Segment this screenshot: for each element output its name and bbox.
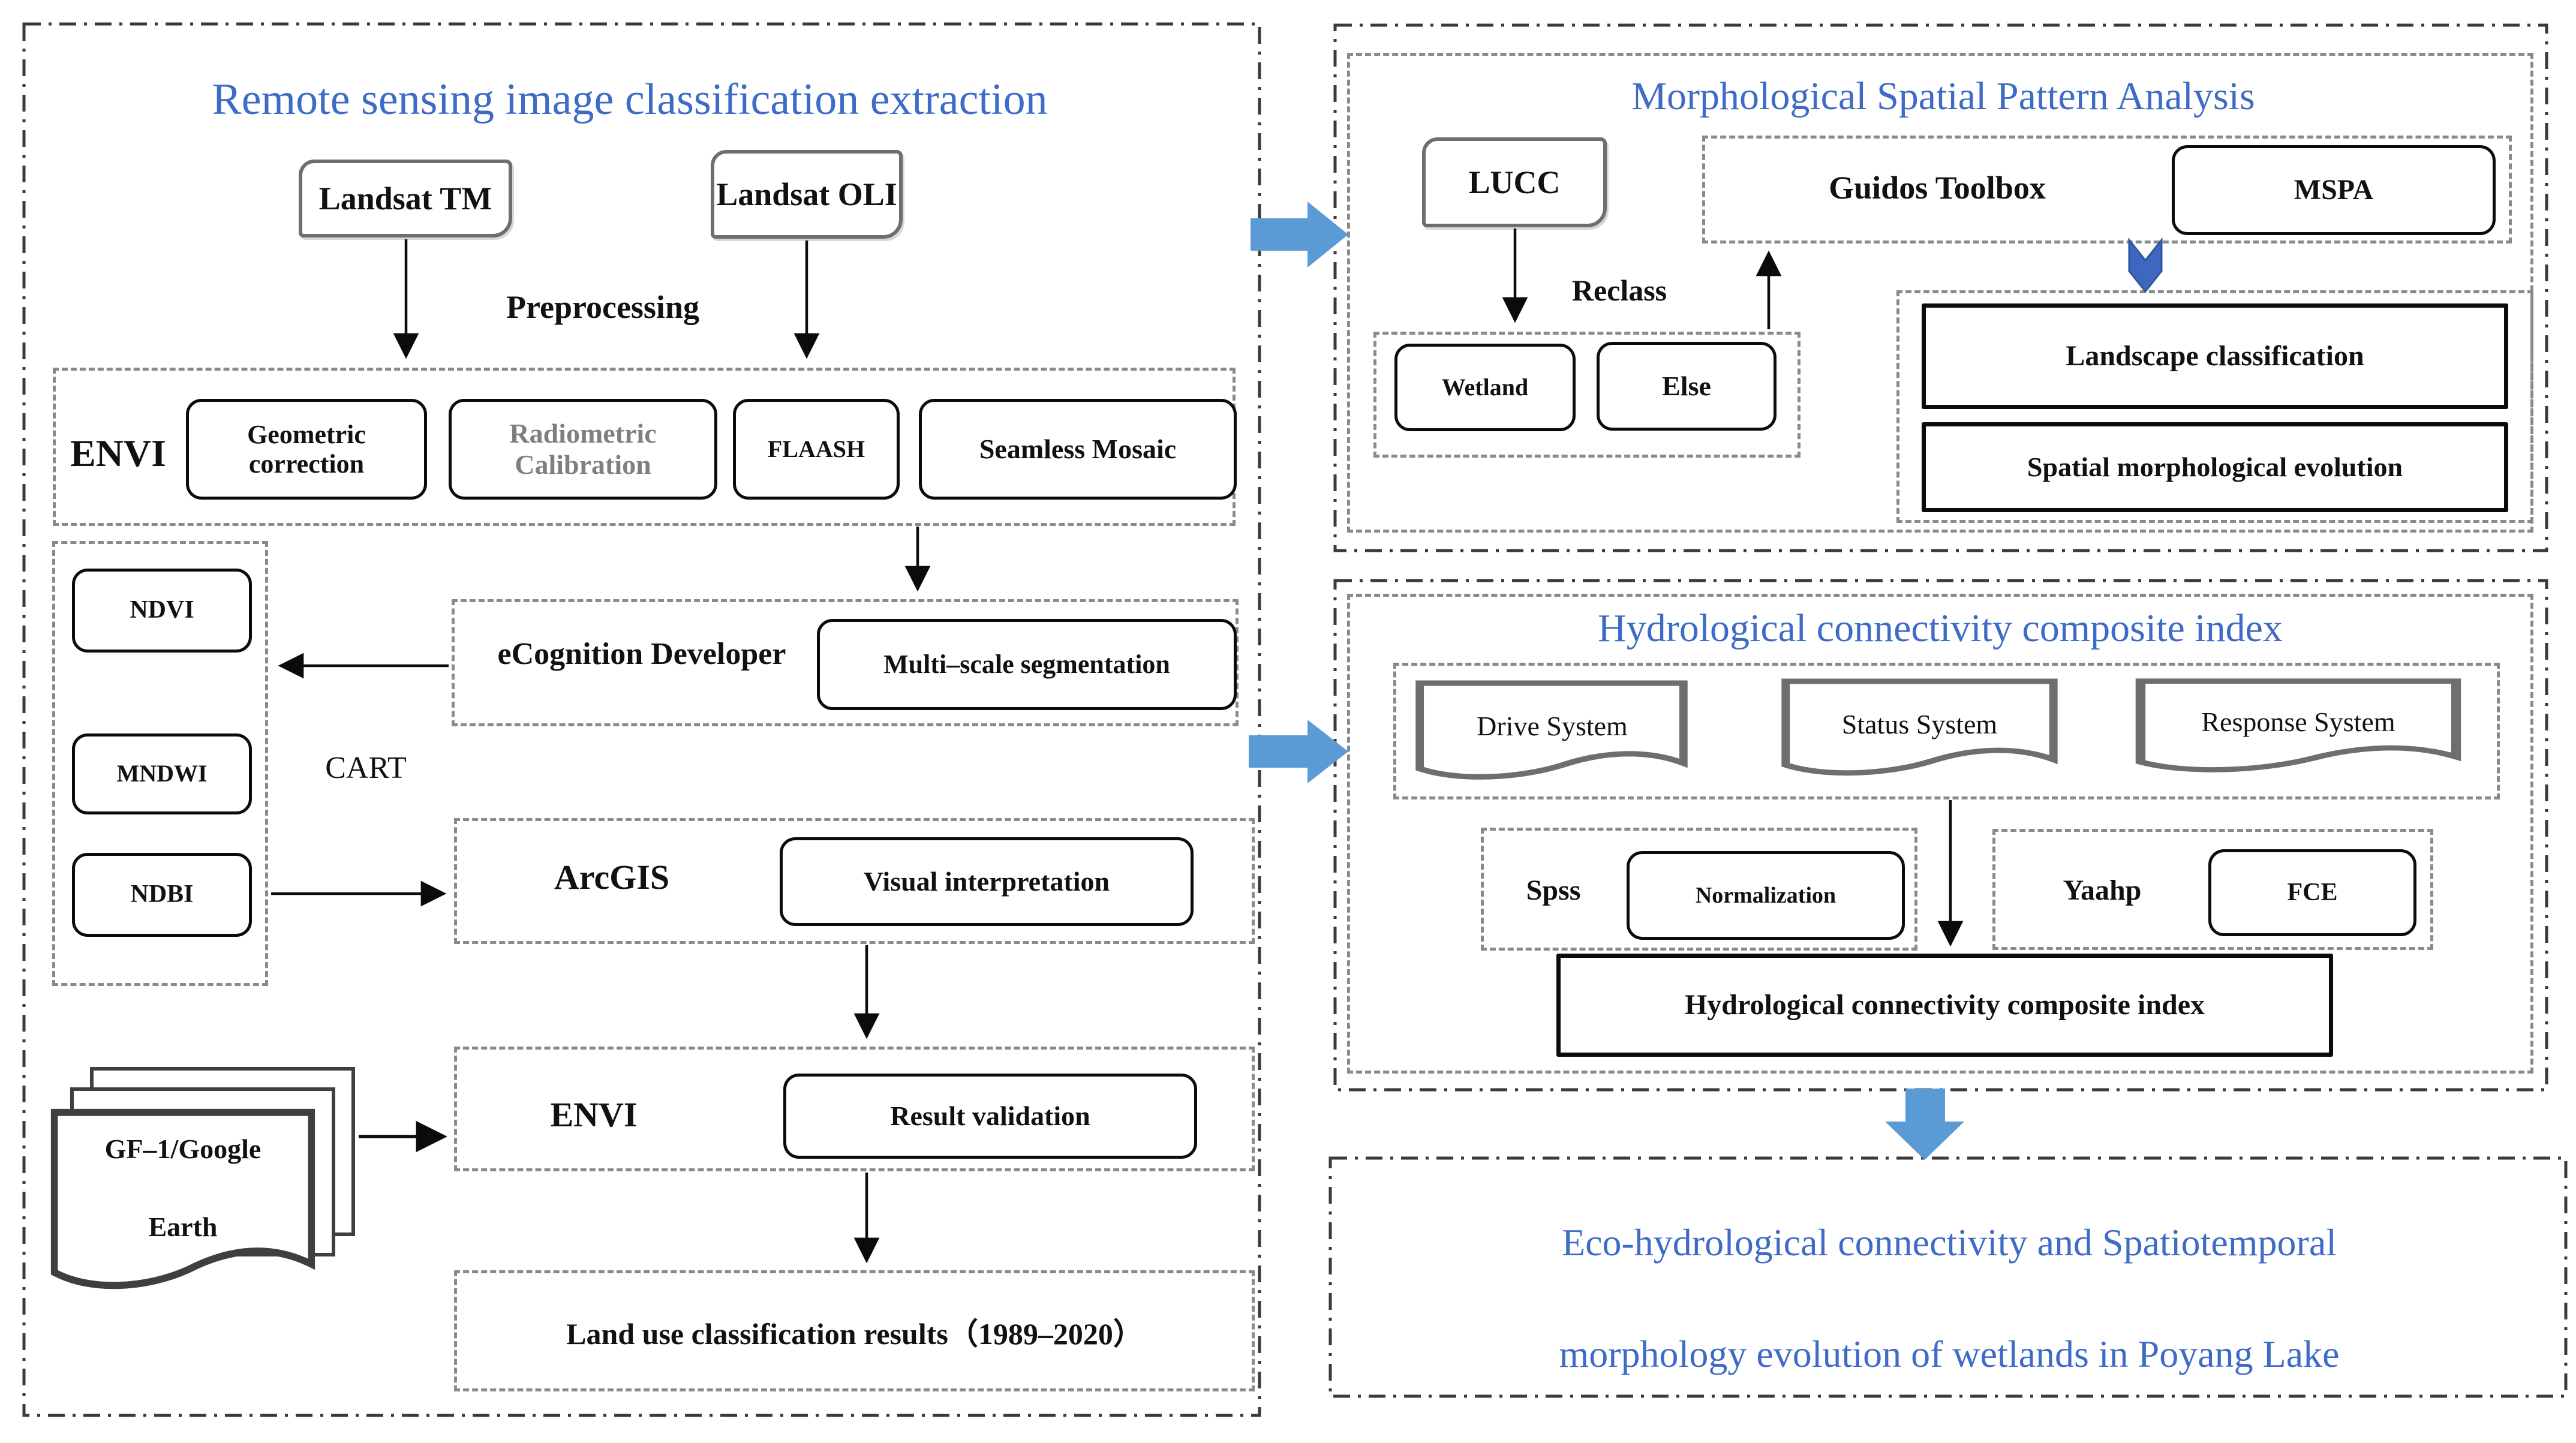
seamless-mosaic-box: Seamless Mosaic [919, 399, 1237, 500]
yaahp-label: Yaahp [2063, 874, 2142, 906]
mspa-box: MSPA [2172, 145, 2496, 235]
result-validation-label: Result validation [890, 1101, 1090, 1132]
seamless-mosaic-label: Seamless Mosaic [979, 434, 1177, 465]
result-validation-box: Result validation [783, 1074, 1197, 1159]
hcci-label: Hydrological connectivity composite inde… [1684, 988, 2205, 1021]
landscape-classification-box: Landscape classification [1922, 303, 2508, 409]
mndwi-label: MNDWI [116, 760, 208, 787]
else-label: Else [1662, 371, 1711, 402]
wetland-label: Wetland [1441, 373, 1529, 401]
outcome-line2: morphology evolution of wetlands in Poya… [1559, 1333, 2340, 1375]
spatial-morphological-label: Spatial morphological evolution [2027, 451, 2403, 482]
wetland-box: Wetland [1394, 344, 1576, 431]
ndvi-box: NDVI [72, 569, 252, 653]
radiometric-calibration-label: Radiometric Calibration [509, 418, 657, 480]
landsat-oli-node: Landsat OLI [711, 150, 903, 239]
flaash-label: FLAASH [767, 435, 865, 462]
normalization-label: Normalization [1695, 882, 1836, 908]
gf-doc-line2: Earth [148, 1211, 218, 1242]
hcci-box: Hydrological connectivity composite inde… [1556, 954, 2333, 1057]
lucc-node: LUCC [1422, 137, 1607, 227]
normalization-box: Normalization [1627, 851, 1905, 940]
landsat-tm-node: Landsat TM [299, 160, 512, 238]
blue-arrow-left-to-hydro [1249, 720, 1348, 783]
blue-arrow-left-to-mspa [1251, 202, 1348, 267]
guidos-label: Guidos Toolbox [1829, 170, 2046, 206]
landuse-label: Land use classification results（1989–202… [566, 1317, 1143, 1351]
outcome-line1: Eco-hydrological connectivity and Spatio… [1561, 1221, 2337, 1264]
blue-arrow-hydro-to-outcome [1885, 1089, 1964, 1160]
spss-label: Spss [1526, 874, 1581, 906]
geometric-correction-box: Geometric correction [186, 399, 427, 500]
drive-system-label: Drive System [1477, 710, 1628, 741]
visual-interpretation-box: Visual interpretation [780, 837, 1194, 926]
multiscale-segmentation-box: Multi–scale segmentation [817, 619, 1237, 710]
ndvi-label: NDVI [130, 596, 194, 624]
radiometric-calibration-box: Radiometric Calibration [449, 399, 717, 500]
landscape-classification-label: Landscape classification [2066, 339, 2364, 372]
gf-doc-line1: GF–1/Google [104, 1133, 261, 1164]
ndbi-box: NDBI [72, 853, 252, 937]
hydro-title: Hydrological connectivity composite inde… [1598, 606, 2283, 650]
cart-label: CART [325, 750, 407, 785]
envi-label: ENVI [70, 432, 167, 474]
arcgis-label: ArcGIS [554, 857, 670, 897]
ndbi-label: NDBI [130, 880, 194, 909]
fce-label: FCE [2287, 878, 2338, 906]
left-panel-title: Remote sensing image classification extr… [212, 74, 1048, 124]
preprocessing-label: Preprocessing [506, 289, 699, 325]
spatial-morphological-box: Spatial morphological evolution [1922, 422, 2508, 512]
lucc-label: LUCC [1468, 164, 1561, 200]
flaash-box: FLAASH [733, 399, 900, 500]
ecognition-label: eCognition Developer [497, 636, 786, 671]
mspa-title: Morphological Spatial Pattern Analysis [1631, 74, 2255, 118]
envi2-label: ENVI [550, 1095, 638, 1134]
mndwi-box: MNDWI [72, 733, 252, 814]
multiscale-segmentation-label: Multi–scale segmentation [883, 650, 1170, 680]
fce-box: FCE [2208, 849, 2416, 936]
else-box: Else [1597, 342, 1777, 431]
landsat-tm-label: Landsat TM [318, 181, 492, 217]
landsat-oli-label: Landsat OLI [716, 176, 897, 212]
geometric-correction-label: Geometric correction [247, 419, 366, 479]
status-system-label: Status System [1841, 708, 1998, 739]
mspa-box-label: MSPA [2294, 174, 2374, 206]
visual-interpretation-label: Visual interpretation [863, 866, 1110, 897]
response-system-label: Response System [2201, 706, 2395, 737]
reclass-label: Reclass [1571, 273, 1667, 307]
